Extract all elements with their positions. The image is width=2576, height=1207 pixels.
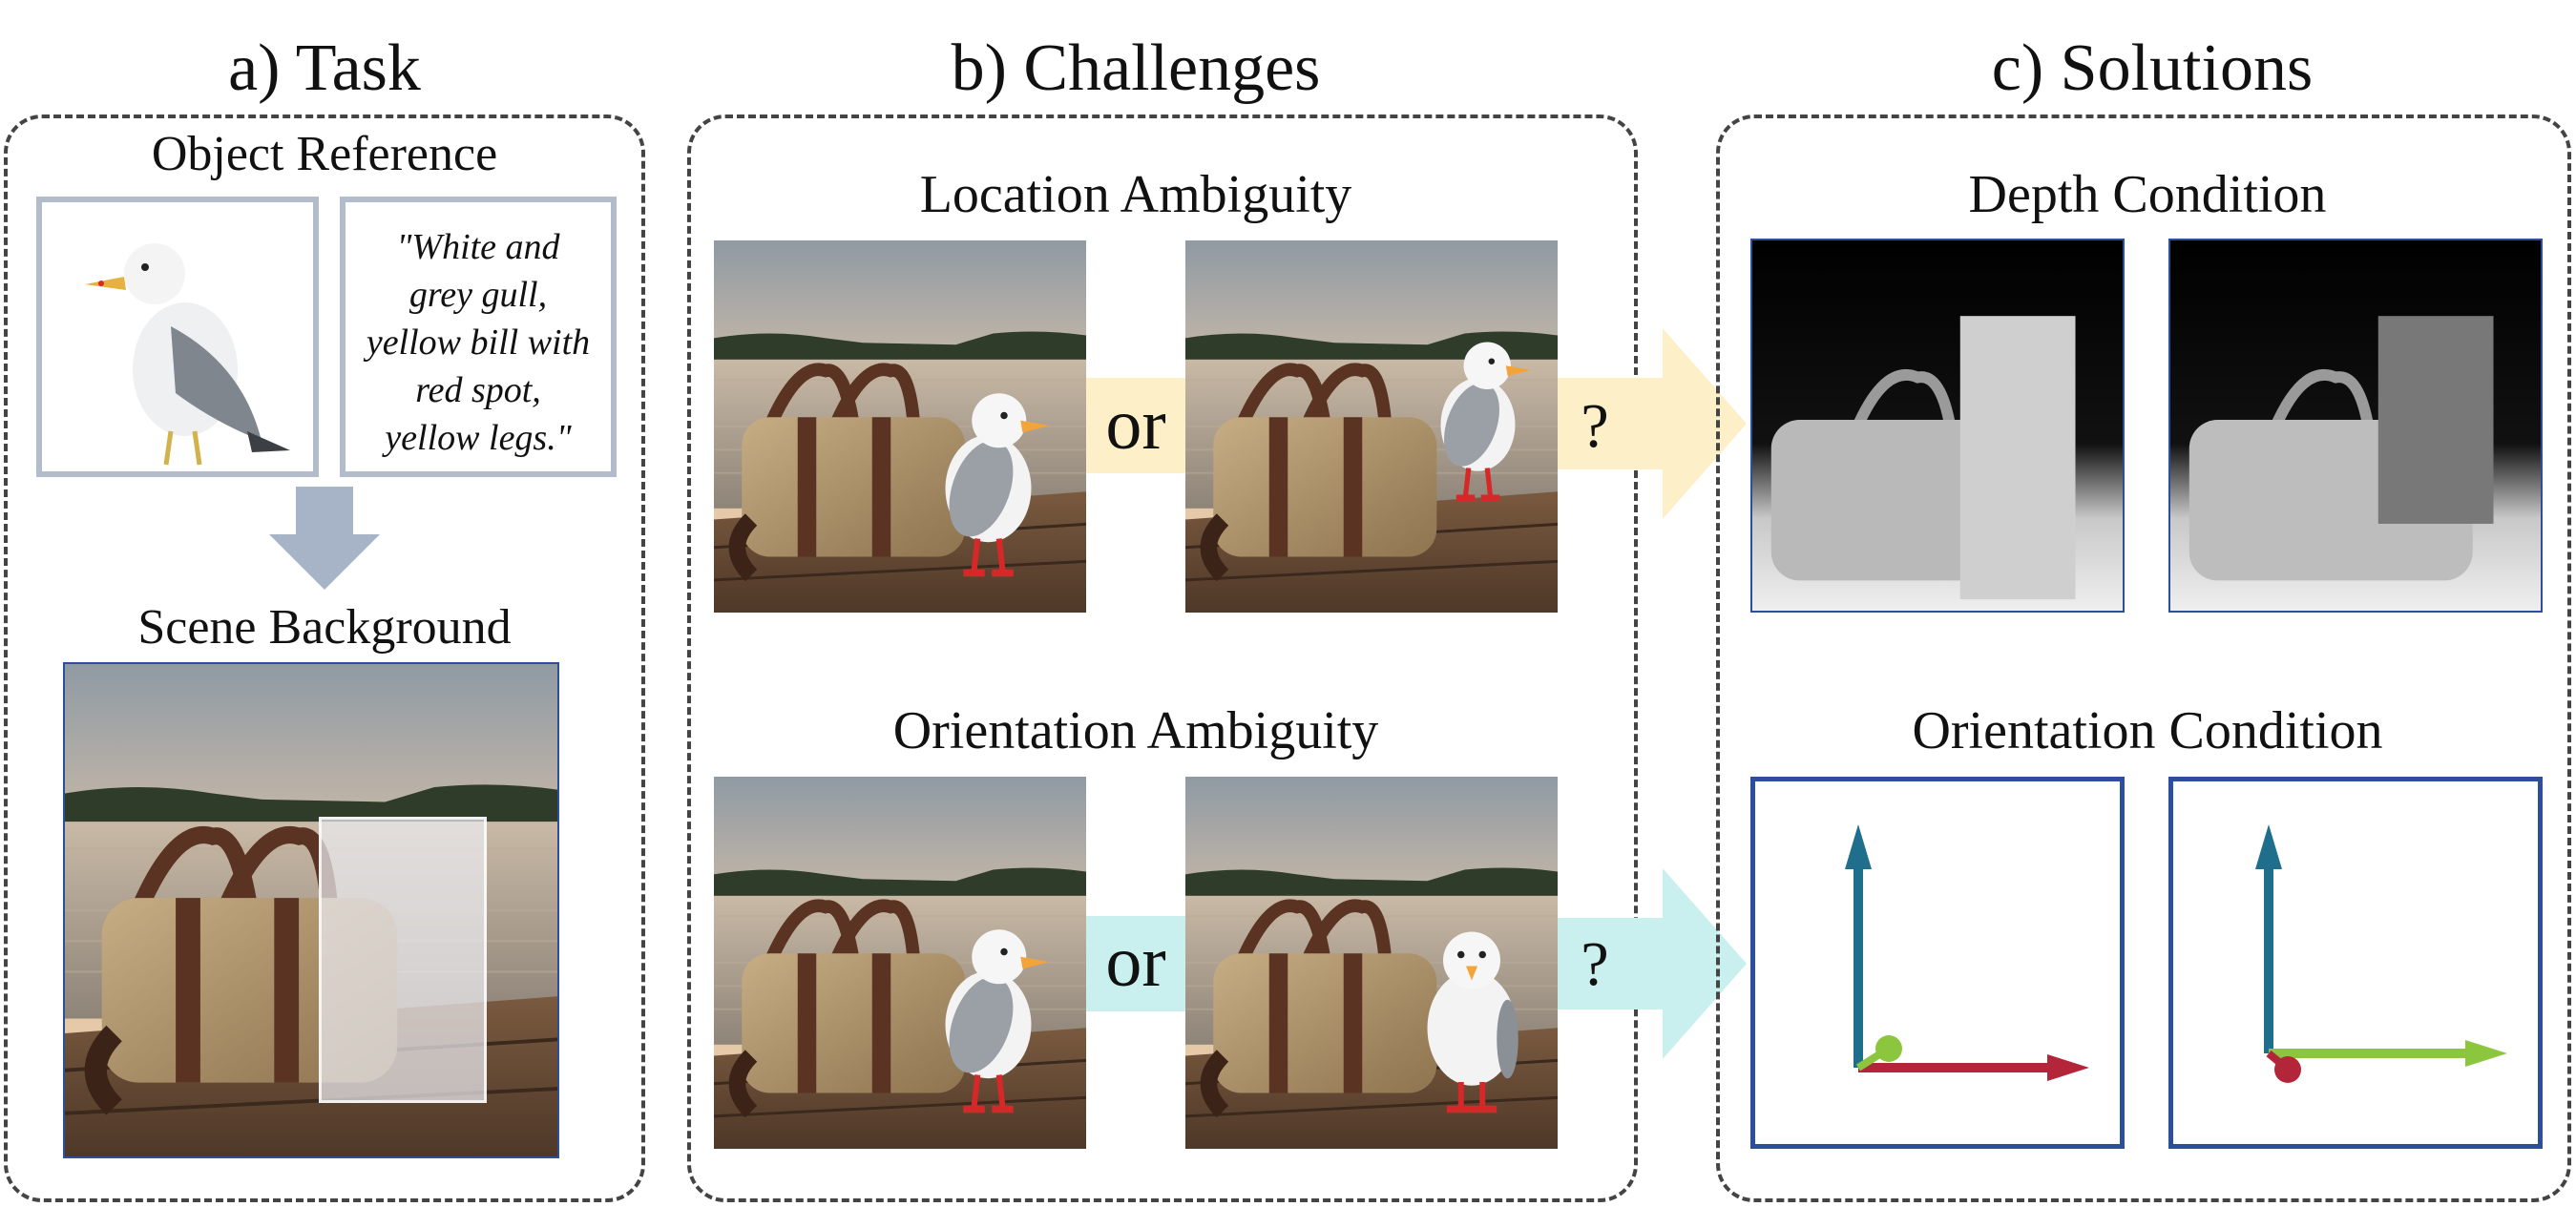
insertion-region [319,817,487,1103]
solutions-panel [1716,114,2571,1202]
challenges-panel [687,114,1638,1202]
depth-map-right [2168,239,2543,613]
challenges-heading: b) Challenges [951,31,1321,105]
location-or-text: or [1105,385,1166,465]
location-arrow-icon [1558,328,1747,519]
location-or-band [1086,378,1185,473]
orientation-ambiguity-label: Orientation Ambiguity [892,701,1379,760]
orientation-or-text: or [1105,922,1166,1002]
object-reference-label: Object Reference [151,127,498,181]
text-description-frame: "White and grey gull, yellow bill with r… [340,197,617,477]
location-ambiguity-label: Location Ambiguity [919,165,1352,224]
up-axis-head [1845,824,1872,869]
location-question-mark: ? [1581,391,1609,461]
scene-background-image [63,662,559,1158]
orientation-or-band [1086,916,1185,1011]
gull-front-icon [1400,901,1543,1120]
gull-reference-icon [85,243,290,466]
x-axis-green-head [2465,1040,2507,1067]
text-description: "White and grey gull, yellow bill with r… [366,227,591,458]
object-reference-image [36,197,319,477]
x-axis-red-head [2047,1054,2089,1081]
orientation-question-mark: ? [1581,929,1609,999]
gull-side-icon [910,901,1053,1120]
orientation-option-left-image [714,777,1086,1149]
depth-map-left [1750,239,2125,613]
gull-behind-icon [1410,312,1534,512]
task-heading: a) Task [228,31,421,105]
solutions-heading: c) Solutions [1991,31,2314,105]
location-option-left-image [714,240,1086,613]
orientation-option-right-image [1185,777,1558,1149]
orientation-arrow-icon [1558,868,1747,1059]
orientation-axes-right [2168,777,2543,1149]
task-panel [4,114,645,1202]
up-axis-head [2255,824,2282,869]
gull-side-icon [910,364,1053,584]
down-arrow-icon [269,487,380,590]
orientation-axes-left [1750,777,2125,1149]
red-axis-tip [2274,1056,2301,1083]
depth-condition-label: Depth Condition [1968,165,2327,224]
orientation-condition-label: Orientation Condition [1912,701,2383,760]
location-option-right-image [1185,240,1558,613]
scene-background-label: Scene Background [137,600,512,655]
